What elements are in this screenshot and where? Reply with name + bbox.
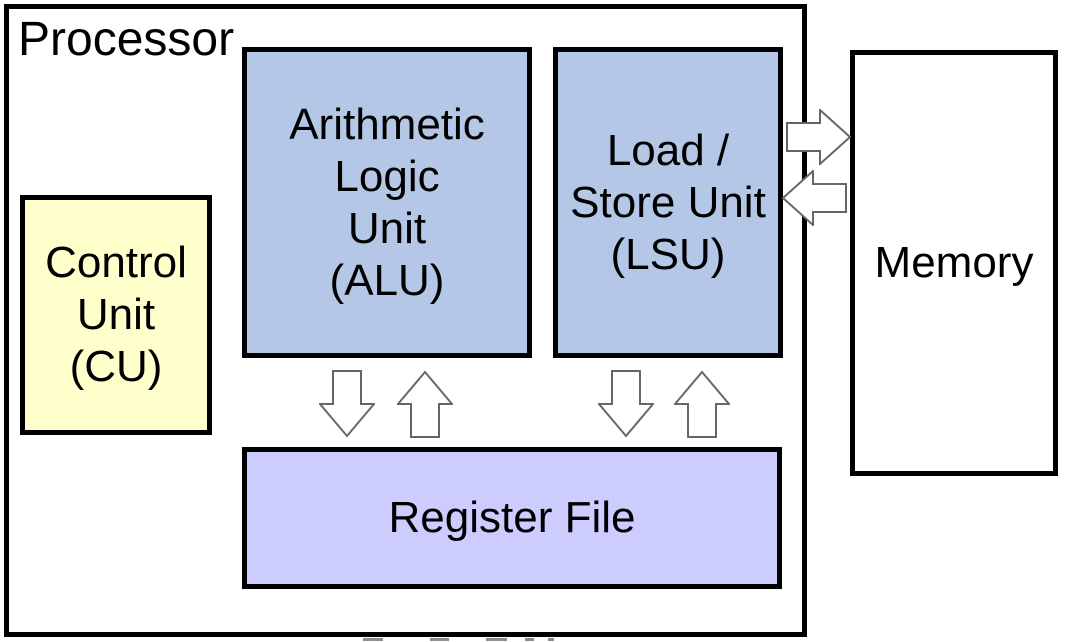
control-unit-box: Control Unit (CU) — [20, 195, 212, 435]
alu-box: Arithmetic Logic Unit (ALU) — [242, 47, 532, 358]
register-file-label: Register File — [388, 493, 636, 542]
block-arrow-up-icon — [674, 370, 730, 438]
lsu-box: Load / Store Unit (LSU) — [553, 47, 783, 358]
arrow-register-file-to-alu — [397, 370, 453, 438]
arrow-alu-to-register-file — [319, 370, 375, 438]
alu-label-line-2: Logic — [334, 151, 440, 201]
alu-label: Arithmetic Logic Unit (ALU) — [289, 99, 485, 307]
lsu-label-line-3: (LSU) — [610, 229, 726, 279]
cutoff-caption-fragment — [430, 638, 449, 641]
cutoff-caption-fragment — [525, 638, 534, 641]
arrow-lsu-to-register-file — [598, 370, 654, 438]
alu-label-line-4: (ALU) — [329, 255, 445, 305]
arrow-register-file-to-lsu — [674, 370, 730, 438]
alu-label-line-1: Arithmetic — [289, 99, 485, 149]
block-arrow-up-icon — [397, 370, 453, 438]
cutoff-caption-fragment — [363, 638, 383, 641]
cutoff-caption-fragment — [548, 638, 554, 641]
arrow-memory-to-lsu — [781, 170, 847, 226]
memory-box: Memory — [850, 50, 1058, 476]
arrow-lsu-to-memory — [786, 109, 852, 165]
register-file-box: Register File — [242, 447, 782, 589]
processor-title: Processor — [18, 13, 235, 66]
control-unit-label-line-1: Control — [45, 238, 187, 287]
block-arrow-right-icon — [786, 109, 852, 165]
control-unit-label-line-3: (CU) — [69, 342, 163, 391]
memory-label: Memory — [874, 238, 1034, 287]
block-arrow-down-icon — [598, 370, 654, 438]
block-arrow-down-icon — [319, 370, 375, 438]
block-arrow-left-icon — [781, 170, 847, 226]
lsu-label-line-1: Load / — [606, 125, 730, 175]
alu-label-line-3: Unit — [347, 203, 427, 253]
lsu-label: Load / Store Unit (LSU) — [570, 125, 766, 281]
control-unit-label: Control Unit (CU) — [45, 237, 187, 393]
cutoff-caption-fragment — [486, 638, 507, 641]
control-unit-label-line-2: Unit — [76, 290, 156, 339]
lsu-label-line-2: Store Unit — [570, 177, 766, 227]
